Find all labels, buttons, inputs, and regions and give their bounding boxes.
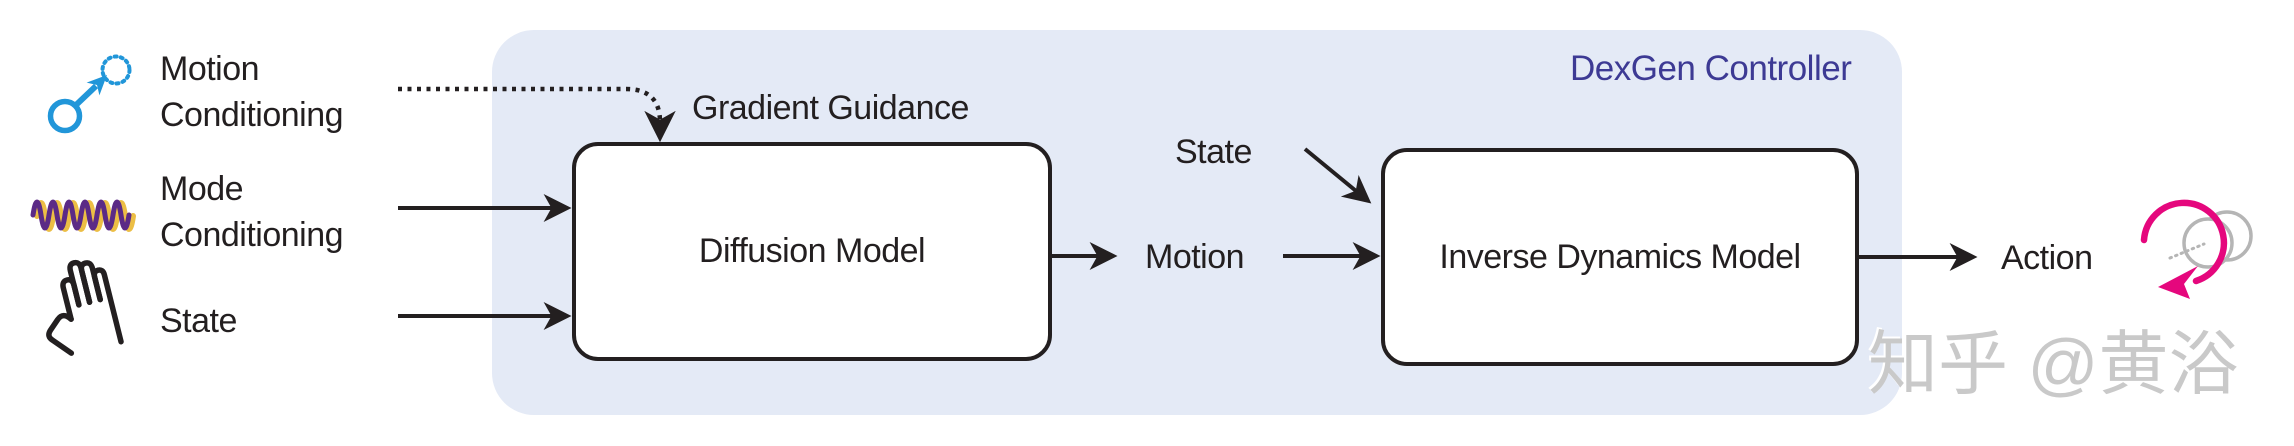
mode-wave-icon (30, 199, 136, 232)
input-label-mode-conditioning: Mode Conditioning (160, 170, 344, 254)
input-label-motion-conditioning: Motion Conditioning (160, 50, 344, 134)
motion-trajectory-icon (47, 54, 132, 134)
gradient-guidance-label: Gradient Guidance (692, 89, 969, 127)
input-label-state: State (160, 302, 237, 340)
diffusion-model-node: Diffusion Model (572, 142, 1052, 361)
arrow-motion-conditioning-dotted (398, 86, 676, 143)
rotation-action-icon (2140, 199, 2253, 299)
state-label-mid: State (1175, 133, 1252, 171)
watermark: 知乎 @黄浴 (1868, 325, 2239, 403)
inverse-dynamics-model-label: Inverse Dynamics Model (1439, 237, 1801, 276)
motion-label-mid: Motion (1145, 238, 1245, 276)
inverse-dynamics-model-node: Inverse Dynamics Model (1381, 148, 1859, 366)
diffusion-model-label: Diffusion Model (698, 232, 926, 270)
action-label: Action (2001, 239, 2093, 277)
hand-icon (46, 259, 124, 356)
arrow-state-to-inverse-diagonal (1303, 147, 1372, 204)
panel-title: DexGen Controller (1570, 49, 1852, 88)
